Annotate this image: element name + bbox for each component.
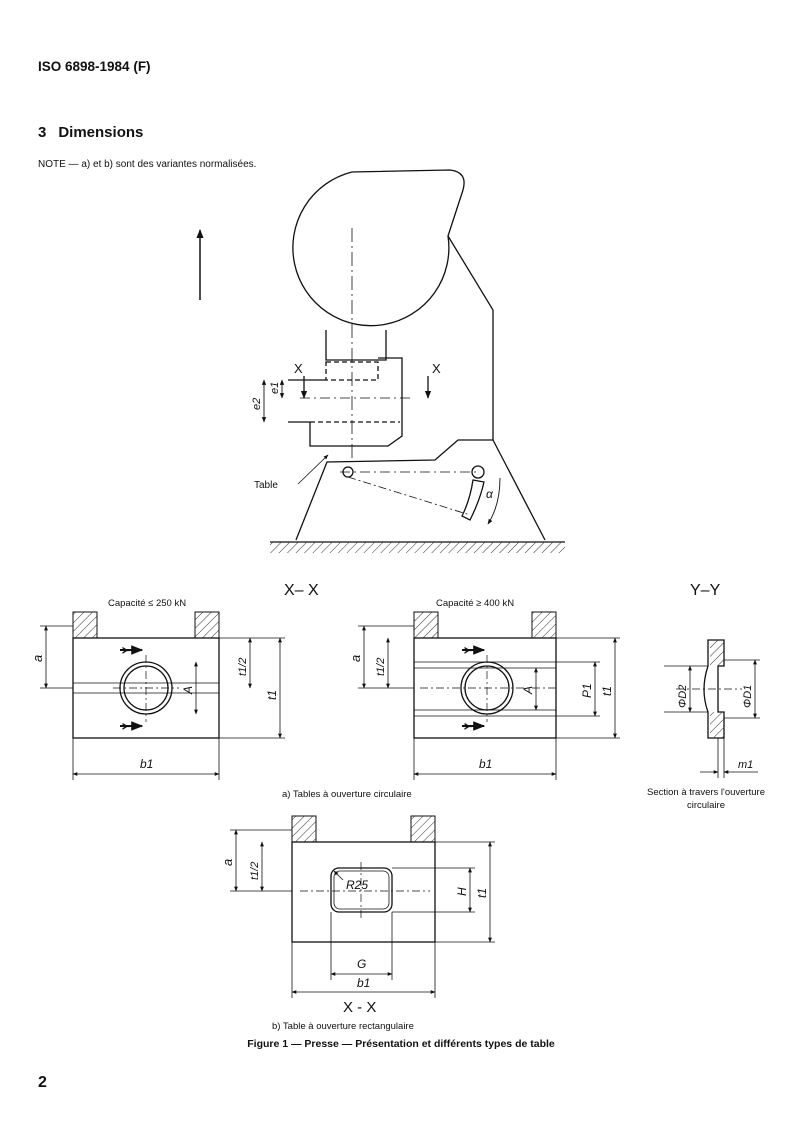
caption-a: a) Tables à ouverture circulaire	[282, 789, 412, 800]
yy-caption-line2: circulaire	[687, 800, 725, 811]
dim-r25: R25	[346, 878, 368, 892]
table-250kn	[40, 625, 285, 780]
table-400kn	[358, 625, 620, 780]
dim-t1-half: t1/2	[237, 658, 249, 676]
dim-t1: t1	[600, 686, 614, 696]
ram-slide-hatch	[72, 611, 98, 639]
ram-slide-hatch	[531, 611, 557, 639]
ram-slide-hatch	[194, 611, 220, 639]
dim-e1: e1	[269, 382, 281, 394]
dim-e2: e2	[251, 398, 263, 410]
ground-hatching	[270, 542, 565, 553]
section-y-top: Y	[121, 646, 133, 654]
dim-a: a	[348, 655, 363, 662]
dim-P1: P1	[580, 683, 594, 698]
dim-t1-half: t1/2	[249, 862, 261, 880]
table-rectangular	[230, 829, 495, 998]
figure-caption: Figure 1 — Presse — Présentation et diff…	[247, 1038, 555, 1050]
page-number: 2	[38, 1074, 47, 1091]
section-y-top: Y	[463, 646, 475, 654]
capacity-400-label: Capacité ≥ 400 kN	[436, 598, 514, 609]
view-title-xx-b: X - X	[343, 999, 376, 1016]
yy-caption-line1: Section à travers l'ouverture	[647, 787, 765, 798]
dim-t1-half: t1/2	[375, 658, 387, 676]
section-heading: 3 Dimensions	[38, 124, 143, 141]
dim-t1: t1	[475, 888, 489, 898]
dim-phi-d1: ΦD1	[742, 685, 754, 708]
dim-H: H	[455, 887, 469, 896]
dim-G: G	[357, 957, 366, 971]
dim-alpha: α	[486, 487, 494, 501]
dim-phi-d2: ΦD2	[677, 685, 689, 708]
view-title-yy: Y–Y	[690, 582, 721, 599]
view-title-xx-a: X– X	[284, 582, 319, 599]
section-y-bottom: Y	[121, 722, 133, 730]
yy-hatch-top	[710, 640, 724, 666]
section-title: Dimensions	[58, 124, 144, 141]
dim-t1: t1	[265, 690, 279, 700]
ram-slide-hatch	[410, 815, 436, 843]
dim-A: A	[181, 686, 195, 695]
standard-reference: ISO 6898-1984 (F)	[38, 59, 151, 74]
caption-b: b) Table à ouverture rectangulaire	[272, 1021, 414, 1032]
section-y-bottom: Y	[463, 722, 475, 730]
dim-a: a	[30, 655, 45, 662]
yy-section	[664, 639, 760, 778]
dim-a: a	[220, 859, 235, 866]
ram-slide-hatch	[291, 815, 317, 843]
capacity-250-label: Capacité ≤ 250 kN	[108, 598, 186, 609]
ram-slide-hatch	[413, 611, 439, 639]
note-text: NOTE — a) et b) sont des variantes norma…	[38, 159, 257, 170]
yy-hatch-bottom	[710, 712, 724, 738]
press-x-mark-left: X	[294, 361, 303, 376]
press-x-mark-right: X	[432, 361, 441, 376]
dim-m1: m1	[738, 759, 753, 771]
dim-b1: b1	[479, 757, 492, 771]
table-label: Table	[254, 480, 278, 491]
dim-A: A	[521, 686, 535, 695]
dim-b1: b1	[357, 976, 370, 990]
section-number: 3	[38, 124, 47, 141]
dim-b1: b1	[140, 757, 153, 771]
